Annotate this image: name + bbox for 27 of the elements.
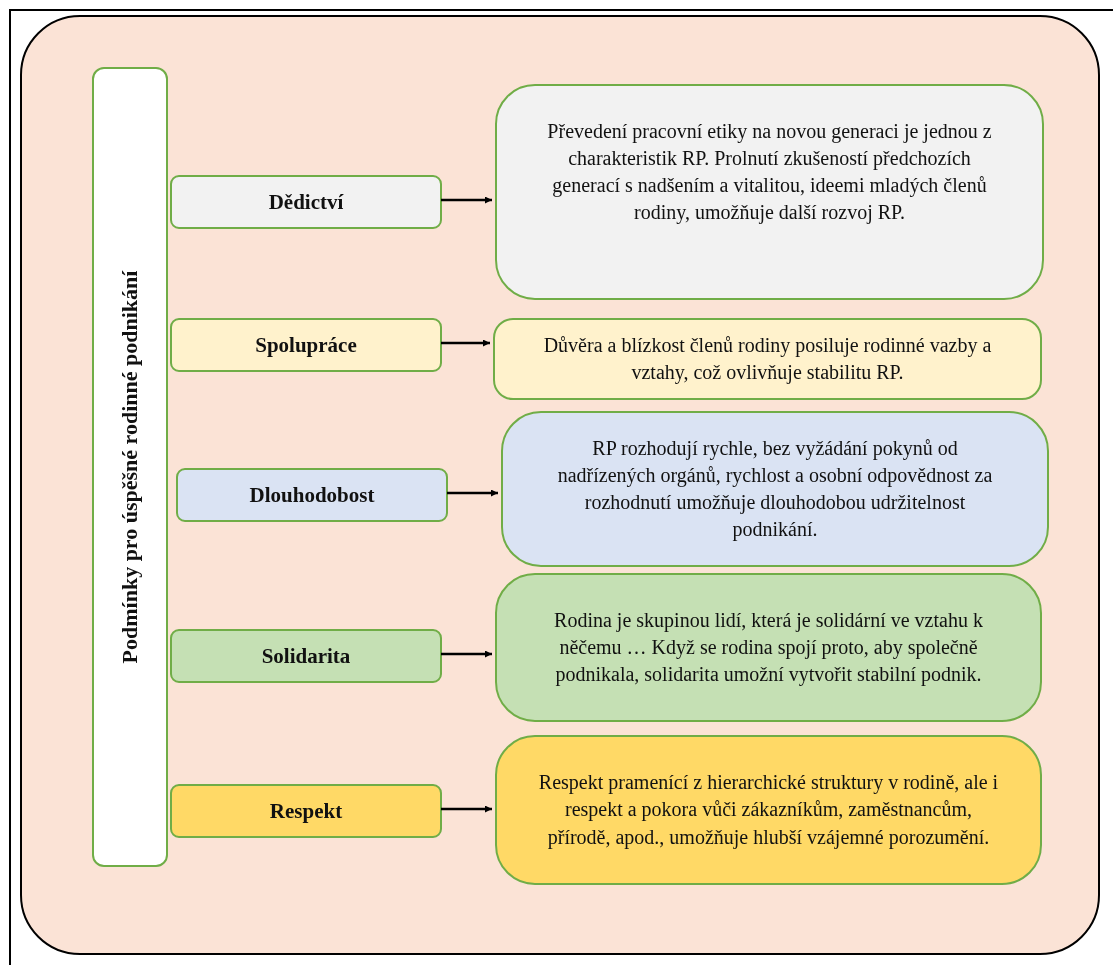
category-label: Respekt bbox=[269, 798, 343, 824]
arrow bbox=[441, 339, 490, 347]
category-box bbox=[176, 468, 448, 522]
description-box bbox=[495, 735, 1042, 885]
description-box bbox=[495, 84, 1044, 300]
category-box bbox=[170, 784, 442, 838]
arrow bbox=[441, 196, 492, 204]
description-text: Převedení pracovní etiky na novou generaci je jednou z charakteristik RP. Prolnutí zkušeností předchozích generací s nadšením a vitalitou, ideemi mladých členů rodiny, umožňuje další rozvoj RP. bbox=[546, 118, 993, 226]
category-label: Dlouhodobost bbox=[249, 482, 375, 508]
description-box bbox=[493, 318, 1042, 400]
category-box bbox=[170, 629, 442, 683]
category-label: Spolupráce bbox=[255, 332, 357, 358]
arrow bbox=[441, 650, 492, 658]
description-text: Respekt pramenící z hierarchické struktury v rodině, ale i respekt a pokora vůči zákazníkům, zaměstnancům, přírodě, apod., umožňuje hlubší vzájemné porozumění. bbox=[537, 770, 1000, 851]
description-text: RP rozhodují rychle, bez vyžádání pokynů od nadřízených orgánů, rychlost a osobní odpovědnost za rozhodnutí umožňuje dlouhodobou udržitelnost podnikání. bbox=[556, 435, 994, 543]
vertical-title: Podmínky pro úspěšné rodinné podnikání bbox=[117, 270, 143, 664]
description-text: Rodina je skupinou lidí, která je solidární ve vztahu k něčemu … Když se rodina spojí proto, aby společně podnikala, solidarita umožní vytvořit stabilní podnik. bbox=[553, 607, 984, 688]
category-label: Dědictví bbox=[268, 189, 344, 215]
category-box bbox=[170, 175, 442, 229]
description-box bbox=[501, 411, 1049, 567]
category-box bbox=[170, 318, 442, 372]
category-label: Solidarita bbox=[261, 643, 351, 669]
arrow bbox=[447, 489, 498, 497]
description-box bbox=[495, 573, 1042, 722]
arrow bbox=[441, 805, 492, 813]
description-text: Důvěra a blízkost členů rodiny posiluje rodinné vazby a vztahy, což ovlivňuje stabilitu RP. bbox=[542, 332, 993, 386]
title-box bbox=[92, 67, 168, 867]
